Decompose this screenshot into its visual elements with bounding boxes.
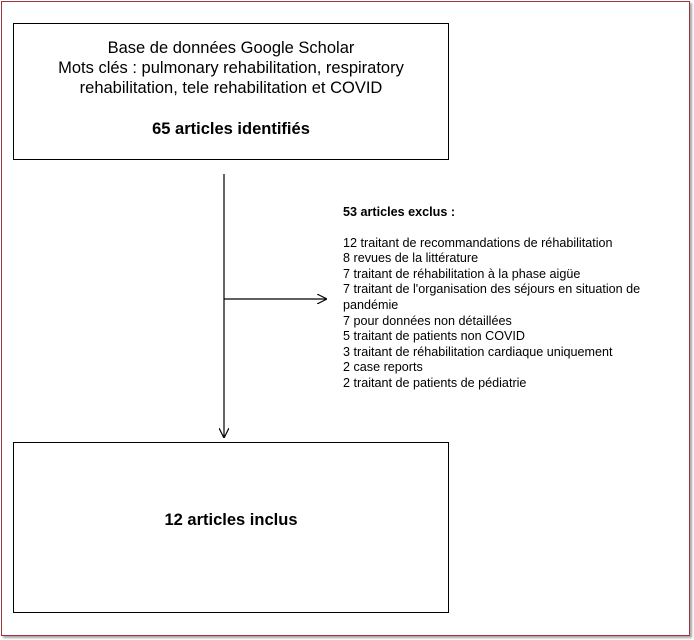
keywords-line-1: Mots clés : pulmonary rehabilitation, re… <box>58 59 404 77</box>
identified-count: 65 articles identifiés <box>152 120 310 138</box>
database-line: Base de données Google Scholar <box>107 39 355 57</box>
excluded-title: 53 articles exclus : <box>343 205 456 219</box>
excluded-item: 5 traitant de patients non COVID <box>343 329 526 344</box>
excluded-item: 7 traitant de l'organisation des séjours… <box>343 282 641 312</box>
search-description: Base de données Google Scholar Mots clés… <box>14 38 448 98</box>
keywords-line-2: rehabilitation, tele rehabilitation et C… <box>79 79 383 97</box>
excluded-item: 7 traitant de réhabilitation à la phase … <box>343 266 581 281</box>
excluded-item: 12 traitant de recommandations de réhabi… <box>343 235 613 250</box>
included-box: 12 articles inclus <box>13 442 449 613</box>
excluded-item: 2 case reports <box>343 360 423 375</box>
included-count: 12 articles inclus <box>164 511 298 529</box>
exclusion-list: 53 articles exclus : 12 traitant de reco… <box>343 205 688 392</box>
excluded-item: 2 traitant de patients de pédiatrie <box>343 375 527 390</box>
identification-box: Base de données Google Scholar Mots clés… <box>13 23 449 160</box>
excluded-item: 7 pour données non détaillées <box>343 313 512 328</box>
excluded-item: 8 revues de la littérature <box>343 251 479 266</box>
excluded-item: 3 traitant de réhabilitation cardiaque u… <box>343 344 613 359</box>
